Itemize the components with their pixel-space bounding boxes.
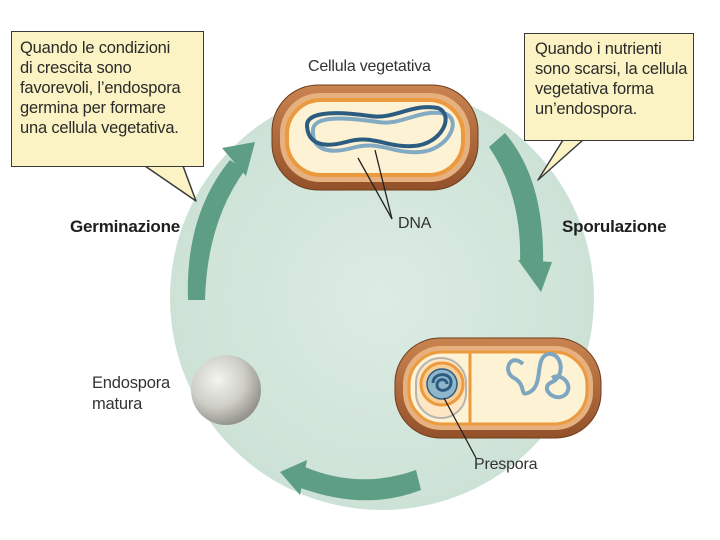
callout-sporulation-condition: Quando i nutrienti sono scarsi, la cellu…: [524, 33, 694, 141]
prespore-dna: [431, 373, 453, 392]
callout-left-pointer: [144, 165, 197, 202]
arrow-sporulation: [489, 133, 552, 292]
label-germination: Germinazione: [70, 217, 181, 236]
arrow-to-mature-endospore: [280, 460, 421, 501]
label-vegetative-cell: Cellula vegetativa: [308, 58, 431, 75]
dna-strand-dark: [305, 105, 448, 149]
mother-cell-dna: [506, 352, 571, 400]
callout-right-pointer: [537, 139, 584, 181]
vegetative-cell: [271, 84, 479, 191]
dna-pointer-lines: [357, 149, 393, 220]
label-sporulation: Sporulazione: [562, 217, 667, 236]
mature-endospore: [191, 355, 261, 425]
label-mature-endospore: Endospora matura: [92, 374, 171, 413]
callout-germination-condition: Quando le condizioni di crescita sono fa…: [11, 31, 204, 167]
sporulating-cell: [394, 337, 602, 439]
prespore-pointer-line: [443, 397, 477, 459]
dna-strand-light: [311, 110, 455, 155]
arrow-germination: [187, 142, 255, 300]
label-dna: DNA: [398, 215, 432, 232]
label-prespore: Prespora: [474, 456, 538, 473]
